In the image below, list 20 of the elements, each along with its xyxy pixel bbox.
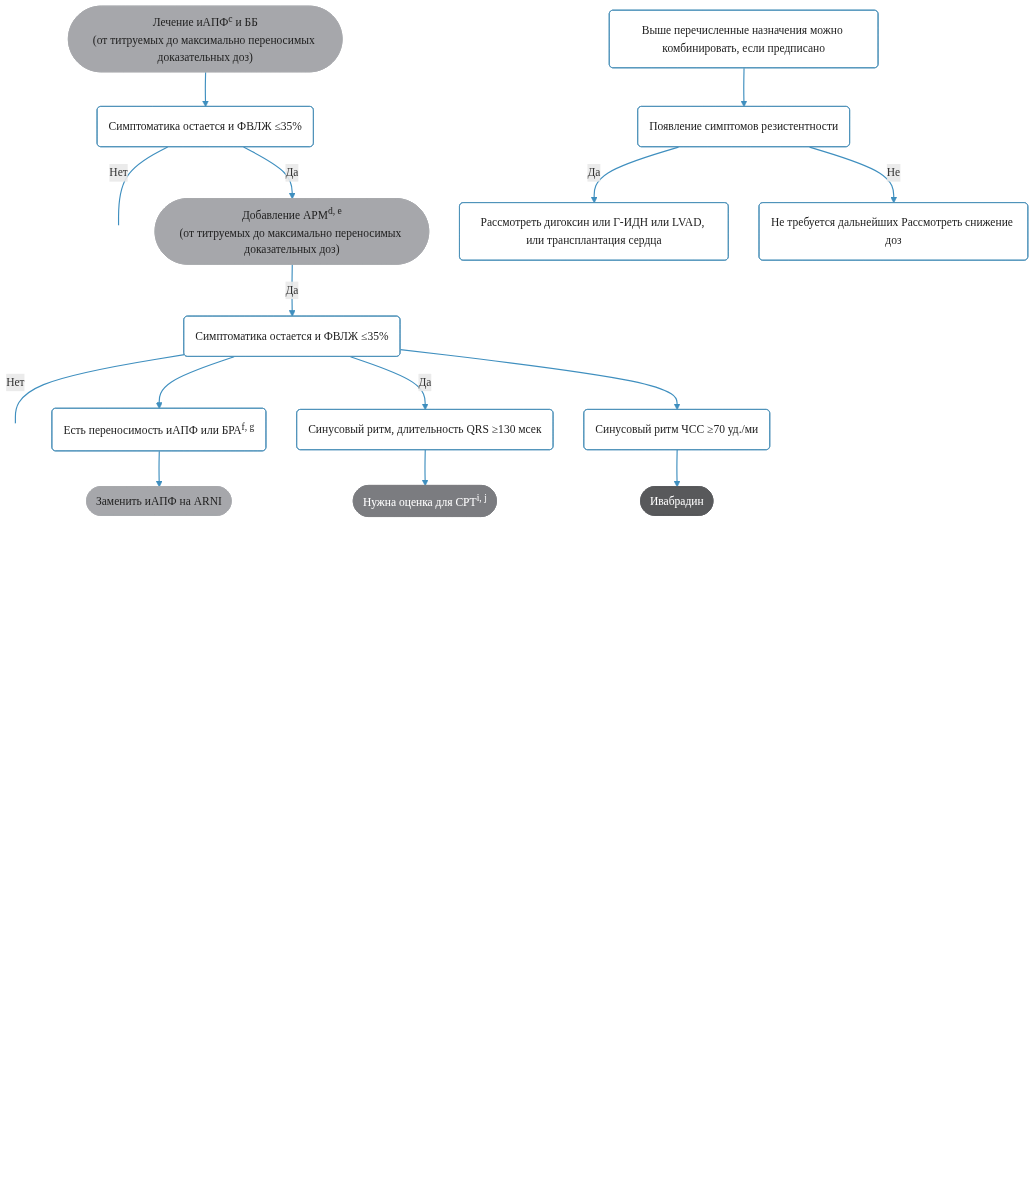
edge-label: Да	[285, 166, 299, 179]
arrow	[740, 67, 748, 108]
edge-label: Да	[285, 283, 299, 297]
arrow	[349, 356, 429, 411]
arrow	[809, 146, 898, 204]
connector	[117, 146, 169, 227]
arrow	[155, 356, 235, 409]
arrow	[242, 146, 296, 200]
edge-label: Не	[886, 166, 901, 179]
arrow	[673, 449, 681, 488]
arrow	[155, 450, 163, 488]
arrow	[202, 71, 209, 108]
edge-label: Нет	[6, 375, 25, 389]
edge-label: Нет	[109, 166, 128, 179]
connector	[14, 354, 186, 425]
arrow	[421, 449, 429, 487]
arrow	[399, 349, 681, 411]
edge-label: Да	[418, 375, 432, 389]
arrow	[590, 146, 680, 204]
edge-label: Да	[587, 166, 601, 179]
